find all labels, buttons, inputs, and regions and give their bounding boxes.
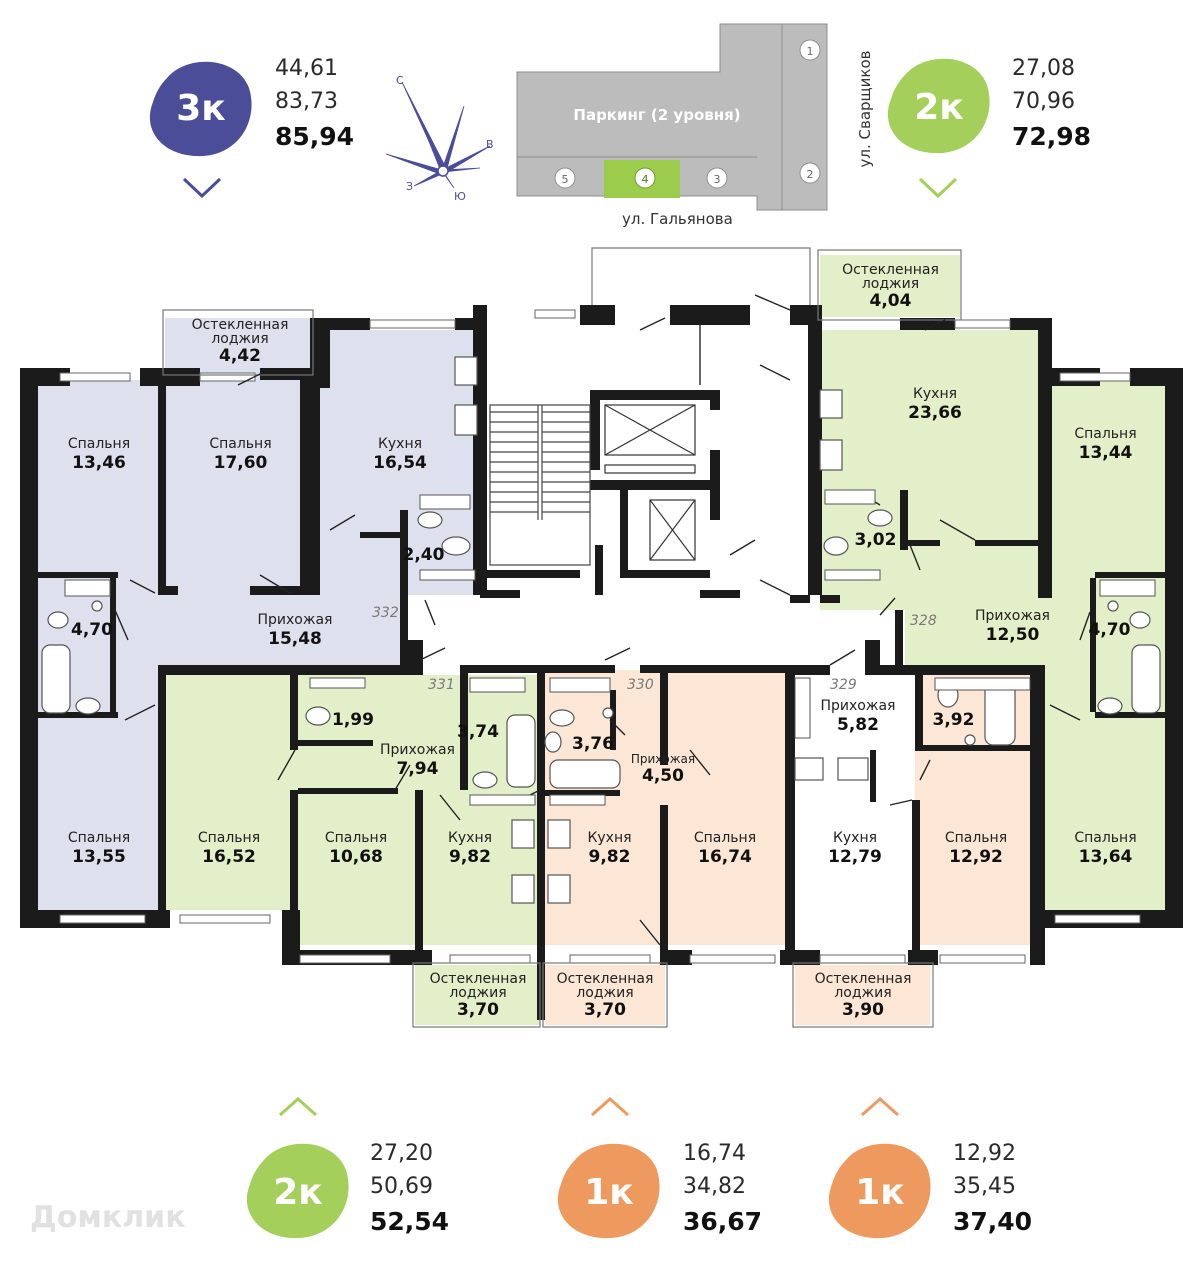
compass-south: Ю: [454, 190, 466, 203]
badge-label: 1к: [855, 1172, 904, 1213]
room-wc: 1,99: [332, 710, 374, 730]
living-area: 44,61: [275, 56, 338, 81]
elevators: [604, 404, 696, 561]
total-area: 70,96: [1012, 89, 1075, 114]
room-bathroom: 3,02: [854, 530, 897, 550]
apartment-329-fill: [795, 675, 1035, 1025]
compass-east: В: [486, 138, 494, 151]
total-area-with-loggia: 37,40: [953, 1207, 1033, 1236]
section-1: 1: [807, 45, 814, 58]
total-area: 34,82: [683, 1174, 746, 1199]
legend-top-left-values: 44,61 83,73 85,94: [275, 56, 355, 151]
legend-top-right-values: 27,08 70,96 72,98: [1012, 56, 1092, 151]
living-area: 12,92: [953, 1141, 1016, 1166]
badge-2k-bottom: 2к: [246, 1143, 349, 1239]
loggias: [162, 247, 962, 1028]
living-area: 27,20: [370, 1141, 433, 1166]
compass-north: С: [396, 74, 404, 87]
section-4: 4: [642, 173, 649, 186]
badge-2k-top: 2к: [887, 58, 990, 154]
chevron-up-icon: [861, 1096, 899, 1117]
street-bottom-label: ул. Гальянова: [622, 210, 733, 228]
total-area: 35,45: [953, 1174, 1016, 1199]
parking-label: Паркинг (2 уровня): [573, 106, 740, 124]
apartment-number: 329: [830, 677, 857, 693]
apartment-number: 328: [910, 613, 937, 629]
badge-label: 1к: [584, 1172, 633, 1213]
total-area-with-loggia: 36,67: [683, 1207, 763, 1236]
living-area: 27,08: [1012, 56, 1075, 81]
section-2: 2: [807, 168, 814, 181]
total-area: 50,69: [370, 1174, 433, 1199]
badge-label: 3к: [176, 88, 225, 129]
apartment-number: 331: [428, 677, 455, 693]
room-bathroom: 2,40: [402, 545, 445, 565]
total-area-with-loggia: 85,94: [275, 122, 355, 151]
door-swings: [114, 294, 1091, 946]
badge-label: 2к: [914, 87, 963, 128]
apartment-number: 330: [627, 677, 654, 693]
chevron-up-icon: [279, 1096, 317, 1117]
shelves: [64, 489, 1156, 806]
chevron-down-icon: [182, 177, 222, 198]
room-bathroom: 4,70: [1088, 620, 1131, 640]
watermark-logo: Домклик: [30, 1200, 186, 1235]
badge-1k-a: 1к: [557, 1143, 660, 1239]
chevron-up-icon: [591, 1096, 629, 1117]
legend-bottom-1-values: 27,20 50,69 52,54: [370, 1141, 450, 1236]
room-bathroom: 4,70: [71, 620, 113, 640]
legend-bottom-2-values: 16,74 34,82 36,67: [683, 1141, 763, 1236]
site-plan: Паркинг (2 уровня) 1 2 3 4 5: [516, 23, 828, 211]
room-bathroom: 3,92: [932, 710, 975, 730]
living-area: 16,74: [683, 1141, 746, 1166]
street-right-label: ул. Сварщиков: [856, 50, 874, 168]
room-bathroom: 3,76: [572, 734, 614, 754]
badge-label: 2к: [273, 1172, 322, 1213]
total-area: 83,73: [275, 89, 338, 114]
section-3: 3: [714, 173, 721, 186]
windows: [59, 309, 1141, 964]
badge-1k-b: 1к: [828, 1143, 931, 1239]
section-5: 5: [562, 173, 569, 186]
apartment-number: 332: [372, 605, 399, 621]
compass-west: З: [406, 180, 413, 193]
staircase: [489, 404, 591, 566]
legend-bottom-3-values: 12,92 35,45 37,40: [953, 1141, 1033, 1236]
room-bathroom: 3,74: [457, 722, 499, 742]
total-area-with-loggia: 72,98: [1012, 122, 1092, 151]
chevron-down-icon: [918, 177, 958, 198]
badge-3k: 3к: [149, 61, 252, 157]
compass-rose-icon: С В Ю З: [385, 74, 494, 203]
total-area-with-loggia: 52,54: [370, 1207, 450, 1236]
apartment-332-fill: [38, 318, 480, 910]
